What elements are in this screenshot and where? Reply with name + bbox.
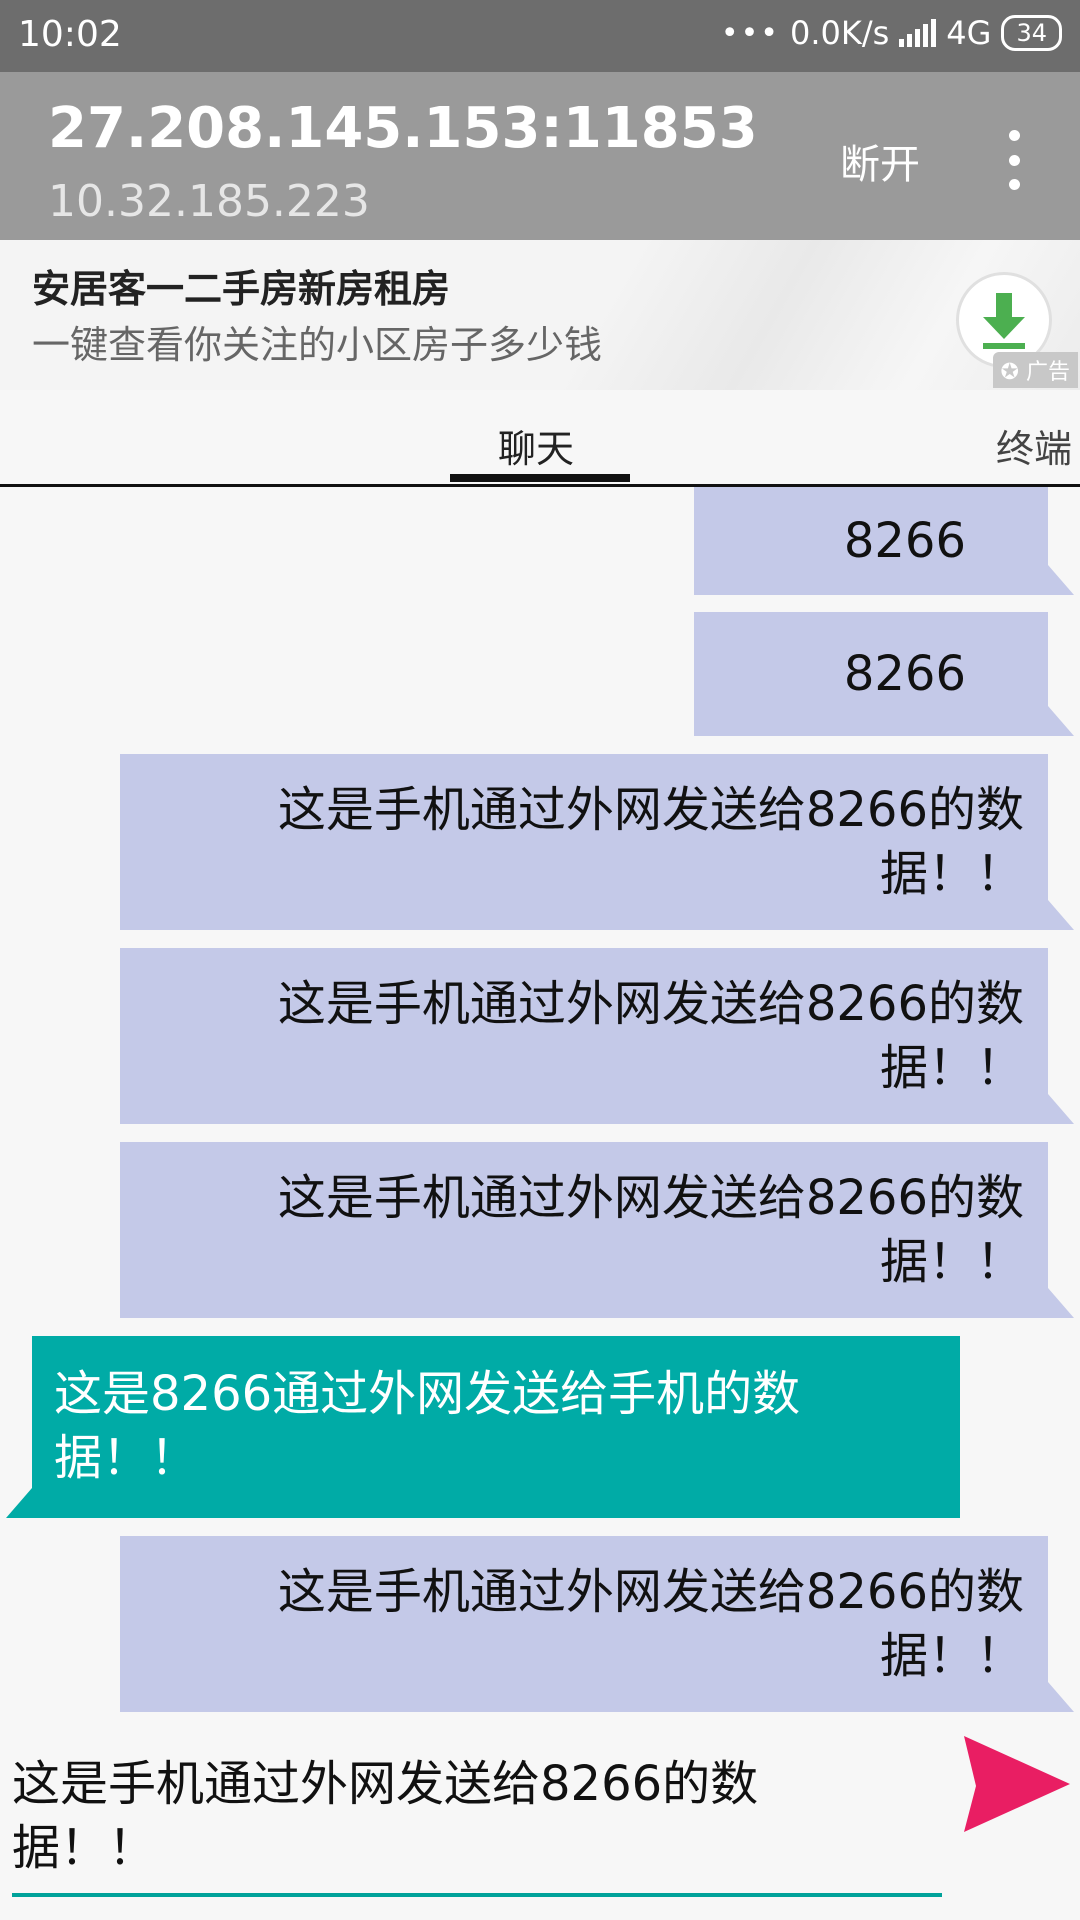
message-line: 据！！ <box>54 1430 199 1486</box>
input-underline <box>12 1893 942 1897</box>
network-type: 4G <box>946 14 992 52</box>
disconnect-button[interactable]: 断开 <box>840 142 920 188</box>
message-text: 这是8266通过外网发送给手机的数 据！！ <box>54 1362 934 1490</box>
battery-icon: 34 <box>1001 15 1062 51</box>
more-notifications-icon: ••• <box>720 15 780 51</box>
ad-title: 安居客一二手房新房租房 <box>32 267 451 311</box>
message-line: 据！！ <box>879 846 1024 902</box>
message-text: 这是手机通过外网发送给8266的数 据！！ <box>144 972 1024 1100</box>
message-line: 这是8266通过外网发送给手机的数 <box>54 1366 801 1422</box>
input-line: 这是手机通过外网发送给8266的数 <box>12 1756 759 1812</box>
ad-badge: ✪ 广告 <box>992 352 1078 388</box>
local-address: 10.32.185.223 <box>48 176 370 227</box>
ad-subtitle: 一键查看你关注的小区房子多少钱 <box>32 323 603 367</box>
battery-level: 34 <box>1016 19 1047 47</box>
tab-chat[interactable]: 聊天 <box>498 427 575 471</box>
message-text: 8266 <box>843 646 966 702</box>
signal-icon <box>899 19 937 47</box>
message-bubble-sent: 8266 <box>694 612 1074 736</box>
message-line: 这是手机通过外网发送给8266的数 <box>277 976 1024 1032</box>
message-text: 这是手机通过外网发送给8266的数 据！！ <box>144 778 1024 906</box>
status-bar: 10:02 ••• 0.0K/s 4G 34 <box>0 0 1080 72</box>
ad-banner[interactable]: 安居客一二手房新房租房 一键查看你关注的小区房子多少钱 ✪ 广告 <box>0 240 1080 390</box>
message-bubble-sent: 这是手机通过外网发送给8266的数 据！！ <box>120 1536 1074 1712</box>
app-bar: 27.208.145.153:11853 10.32.185.223 断开 <box>0 72 1080 240</box>
tab-terminal[interactable]: 终端 <box>996 427 1073 471</box>
message-bubble-sent: 8266 <box>694 487 1074 595</box>
message-line: 据！！ <box>879 1040 1024 1096</box>
message-bubble-sent: 这是手机通过外网发送给8266的数 据！！ <box>120 754 1074 930</box>
input-line: 据！！ <box>12 1820 157 1876</box>
message-input[interactable]: 这是手机通过外网发送给8266的数 据！！ <box>12 1752 942 1880</box>
message-line: 这是手机通过外网发送给8266的数 <box>277 782 1024 838</box>
message-text: 这是手机通过外网发送给8266的数 据！！ <box>144 1166 1024 1294</box>
more-options-icon[interactable] <box>1002 130 1026 190</box>
send-icon[interactable] <box>962 1736 1072 1832</box>
message-bubble-sent: 这是手机通过外网发送给8266的数 据！！ <box>120 948 1074 1124</box>
message-bubble-sent: 这是手机通过外网发送给8266的数 据！！ <box>120 1142 1074 1318</box>
message-line: 据！！ <box>879 1234 1024 1290</box>
tab-bar: 聊天 终端 <box>0 390 1080 487</box>
message-text: 这是手机通过外网发送给8266的数 据！！ <box>144 1560 1024 1688</box>
network-speed: 0.0K/s <box>789 14 890 52</box>
ad-badge-label: 广告 <box>1025 360 1070 385</box>
status-icons: ••• 0.0K/s 4G 34 <box>721 14 1062 52</box>
message-line: 这是手机通过外网发送给8266的数 <box>277 1170 1024 1226</box>
message-text: 8266 <box>843 513 966 569</box>
message-line: 这是手机通过外网发送给8266的数 <box>277 1564 1024 1620</box>
status-time: 10:02 <box>18 14 122 55</box>
tab-indicator <box>450 474 630 482</box>
message-bubble-received: 这是8266通过外网发送给手机的数 据！！ <box>6 1336 960 1518</box>
connection-address: 27.208.145.153:11853 <box>48 96 758 161</box>
message-line: 据！！ <box>879 1628 1024 1684</box>
